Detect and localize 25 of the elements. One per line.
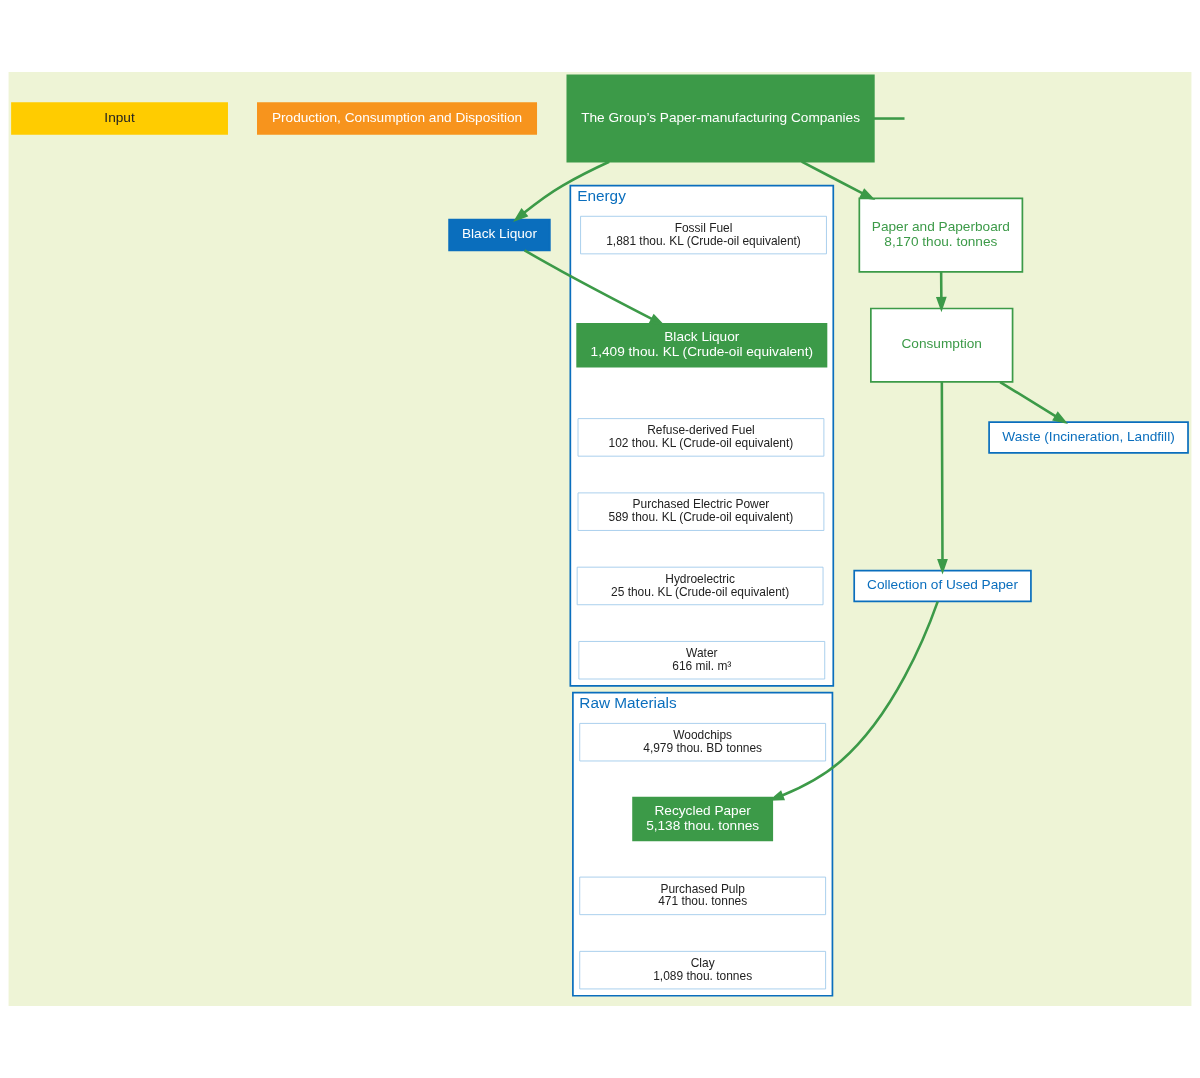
node-box: Fossil Fuel 1,881 thou. KL (Crude-oil equivalent) — [580, 215, 827, 255]
node-box: Production, Consumption and Disposition — [257, 102, 538, 135]
node-box: Water 616 mil. m³ — [578, 641, 826, 680]
arrow — [937, 382, 948, 575]
node-box: Hydroelectric 25 thou. KL (Crude-oil equivalent) — [576, 566, 824, 606]
arrow — [801, 160, 876, 201]
arrow — [523, 249, 665, 326]
node-box: Refuse-derived Fuel 102 thou. KL (Crude-oil equivalent) — [577, 418, 825, 457]
node-box: Black Liquor 1,409 thou. KL (Crude-oil equivalent) — [576, 323, 828, 368]
node-box: Purchased Electric Power 589 thou. KL (Crude-oil equivalent) — [577, 492, 825, 531]
node-box: Black Liquor — [448, 218, 551, 252]
connector — [874, 117, 905, 120]
node-box: Recycled Paper 5,138 thou. tonnes — [632, 796, 774, 842]
arrow — [999, 381, 1069, 424]
node-box: Consumption — [870, 307, 1014, 383]
node-box: Waste (Incineration, Landfill) — [988, 421, 1189, 454]
node-box: Paper and Paperboard 8,170 thou. tonnes — [858, 197, 1024, 273]
arrow — [935, 272, 947, 313]
node-box: Woodchips 4,979 thou. BD tonnes — [579, 723, 827, 762]
node-box: The Group’s Paper-manufacturing Companies — [566, 74, 875, 163]
arrow — [513, 160, 610, 222]
node-box: Collection of Used Paper — [853, 569, 1032, 603]
node-box: Input — [11, 102, 228, 135]
node-box: Purchased Pulp 471 thou. tonnes — [579, 876, 827, 916]
node-box: Clay 1,089 thou. tonnes — [579, 950, 827, 990]
